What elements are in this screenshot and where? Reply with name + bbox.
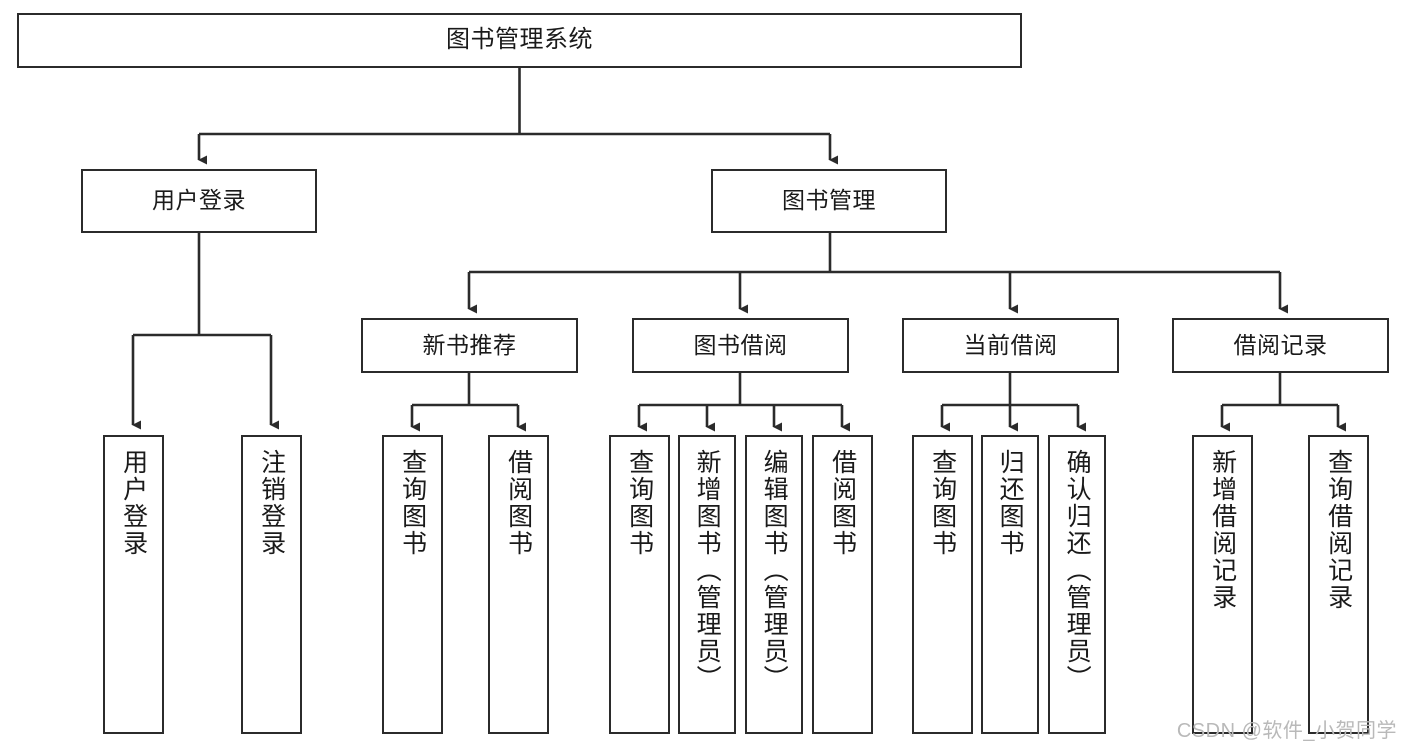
- node-label: 新增图书（管理员）: [693, 449, 722, 692]
- node-leaf-borrow-book-recommend[interactable]: 借阅图书: [488, 435, 549, 734]
- node-root-book-management-system[interactable]: 图书管理系统: [17, 13, 1022, 68]
- node-label: 查询图书: [625, 449, 654, 557]
- node-leaf-return-book[interactable]: 归还图书: [981, 435, 1039, 734]
- node-current-borrow[interactable]: 当前借阅: [902, 318, 1119, 373]
- node-label: 新增借阅记录: [1208, 449, 1237, 611]
- node-book-borrow[interactable]: 图书借阅: [632, 318, 849, 373]
- node-label: 图书管理: [782, 187, 876, 214]
- node-leaf-borrow-book[interactable]: 借阅图书: [812, 435, 873, 734]
- node-label: 当前借阅: [963, 331, 1058, 358]
- node-label: 借阅记录: [1233, 331, 1328, 358]
- node-book-management[interactable]: 图书管理: [711, 169, 947, 233]
- node-label: 图书借阅: [693, 331, 788, 358]
- watermark: CSDN @软件_小贺同学: [1176, 720, 1397, 742]
- node-label: 注销登录: [257, 449, 286, 557]
- node-leaf-query-book-recommend[interactable]: 查询图书: [382, 435, 443, 734]
- node-label: 图书管理系统: [446, 26, 593, 54]
- node-label: 用户登录: [152, 187, 246, 214]
- node-leaf-add-borrow-record[interactable]: 新增借阅记录: [1192, 435, 1253, 734]
- node-label: 借阅图书: [504, 449, 533, 557]
- node-new-book-recommendation[interactable]: 新书推荐: [361, 318, 578, 373]
- node-leaf-logout[interactable]: 注销登录: [241, 435, 302, 734]
- node-borrow-record[interactable]: 借阅记录: [1172, 318, 1389, 373]
- node-leaf-edit-book-admin[interactable]: 编辑图书（管理员）: [745, 435, 803, 734]
- node-label: 确认归还（管理员）: [1063, 449, 1092, 692]
- node-label: 归还图书: [996, 449, 1025, 557]
- node-label: 查询借阅记录: [1324, 449, 1353, 611]
- node-label: 编辑图书（管理员）: [760, 449, 789, 692]
- node-leaf-user-login[interactable]: 用户登录: [103, 435, 164, 734]
- node-label: 查询图书: [928, 449, 957, 557]
- node-label: 查询图书: [398, 449, 427, 557]
- node-leaf-query-book-current[interactable]: 查询图书: [912, 435, 973, 734]
- node-label: 借阅图书: [828, 449, 857, 557]
- node-label: 用户登录: [119, 449, 148, 557]
- node-label: 新书推荐: [422, 331, 517, 358]
- node-leaf-query-borrow-record[interactable]: 查询借阅记录: [1308, 435, 1369, 734]
- node-leaf-query-book-borrow[interactable]: 查询图书: [609, 435, 670, 734]
- node-leaf-add-book-admin[interactable]: 新增图书（管理员）: [678, 435, 736, 734]
- node-user-login[interactable]: 用户登录: [81, 169, 317, 233]
- node-leaf-confirm-return-admin[interactable]: 确认归还（管理员）: [1048, 435, 1106, 734]
